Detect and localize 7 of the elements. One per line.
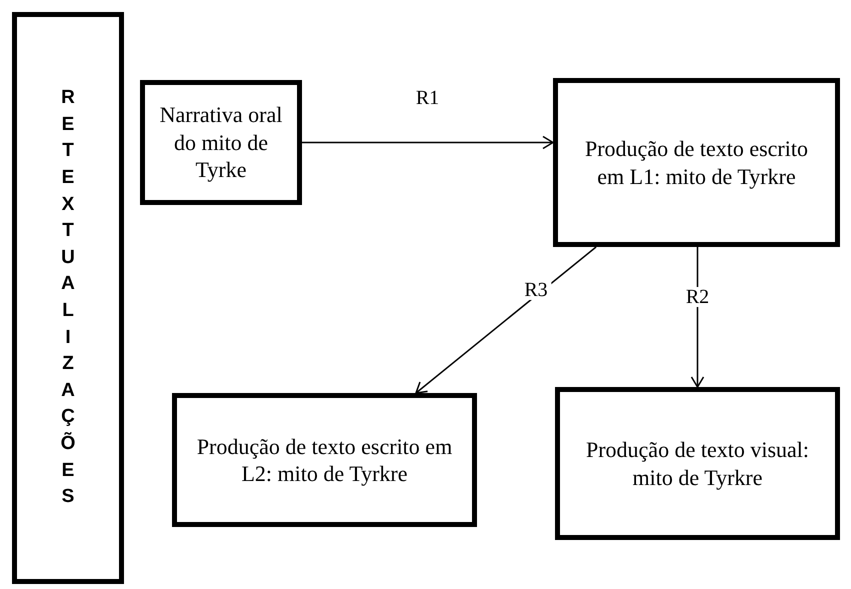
arrow [302, 136, 554, 150]
arrow [415, 246, 597, 394]
title-box: RETEXTUALIZAÇÕES [12, 12, 124, 584]
process-box: Narrativa oral do mito de Tyrke [140, 80, 302, 205]
process-box: Produção de texto escrito em L1: mito de Tyrkre [553, 78, 840, 247]
process-box: Produção de texto escrito em L2: mito de Tyrkre [172, 393, 477, 527]
process-box: Produção de texto visual: mito de Tyrkre [555, 387, 840, 540]
